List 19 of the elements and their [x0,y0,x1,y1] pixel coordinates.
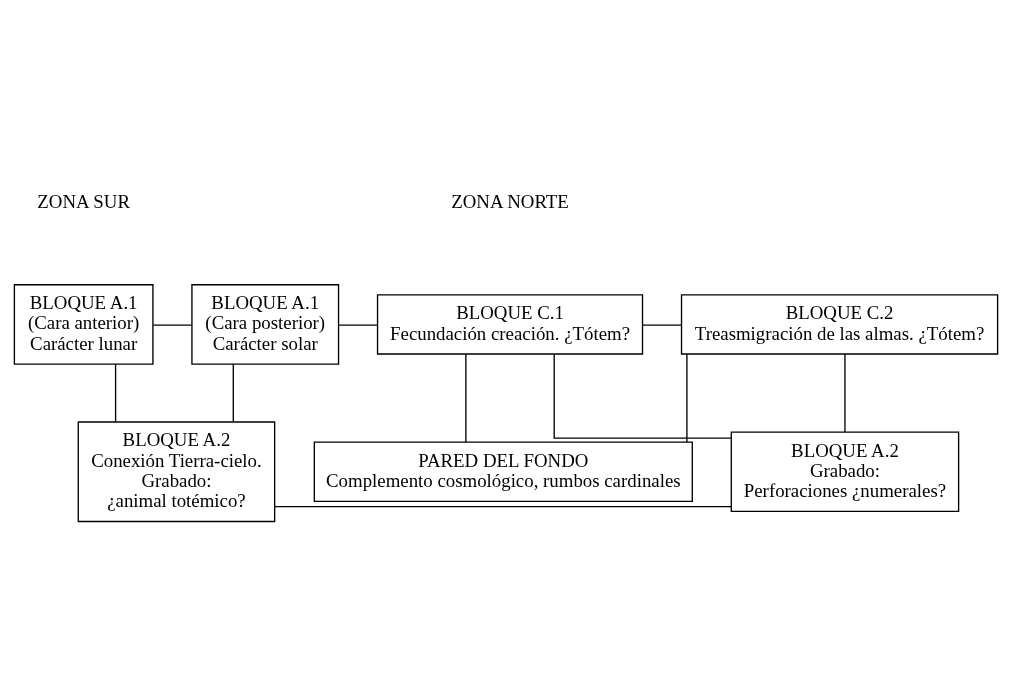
node-box: PARED DEL FONDO Complemento cosmológico, rumbos cardinales [313,440,693,502]
node-box: BLOQUE C.1 Fecundación creación. ¿Tótem? [376,293,643,355]
label: ZONA NORTE [450,190,569,212]
connector [337,323,378,326]
node-box: BLOQUE A.2 Grabado: Perforaciones ¿numerales? [730,430,959,512]
connector [464,353,467,443]
connector [114,363,116,422]
connector [843,353,846,433]
connector [273,505,732,507]
connector [685,353,688,443]
label: ZONA SUR [36,190,130,212]
node-box: BLOQUE A.1 (Cara anterior) Carácter lunar [13,283,154,365]
connector [641,323,682,326]
connector [152,323,192,326]
node-box: BLOQUE A.2 Conexión Tierra-cielo. Grabado: ¿animal totémico? [77,420,275,522]
node-box: BLOQUE C.2 Treasmigración de las almas. ¿Tótem? [680,293,998,355]
node-box: BLOQUE A.1 (Cara posterior) Carácter solar [190,283,339,365]
connector [232,363,234,422]
connector [553,353,732,439]
